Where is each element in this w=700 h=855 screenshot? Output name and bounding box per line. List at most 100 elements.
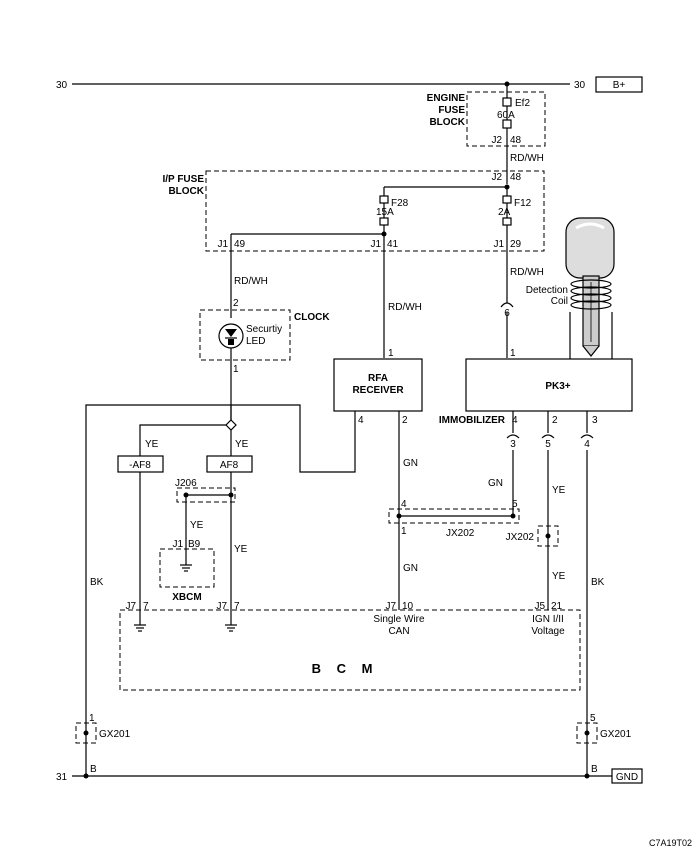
- pk3-title: PK3+: [545, 381, 570, 392]
- pk3-pin-3: 3: [592, 415, 598, 426]
- bcm-can-label-2: CAN: [388, 626, 409, 637]
- ip-fuse-block: I/P FUSE BLOCK J2 48 F28 15A F12 2A J1 4…: [163, 170, 545, 252]
- fuse-f12-symbol: [502, 195, 512, 204]
- ground-tag-box: [611, 768, 643, 784]
- power-rail: 30 30 B+: [56, 76, 643, 93]
- fuse-ef2-rating: 60A: [497, 110, 515, 121]
- wire-label-gn-rfa: GN: [403, 458, 418, 469]
- pk3-label: IMMOBILIZER: [439, 415, 506, 426]
- splice-diamond: [225, 419, 237, 431]
- ground-pin-left: B: [90, 764, 97, 775]
- bcm-j7-7b-conn: J7: [216, 601, 227, 612]
- bcm-title: B C M: [312, 661, 379, 676]
- bcm-j7-10-conn: J7: [385, 601, 396, 612]
- clock-pin-top: 2: [233, 298, 239, 309]
- ip-pin-j1-41: 41: [387, 239, 399, 250]
- jx202-pin-5: 5: [512, 499, 518, 510]
- battery-tag: B+: [613, 80, 626, 91]
- ip-fuse-top-conn: J2: [491, 172, 502, 183]
- clock-module: CLOCK 2 Securtiy LED 1: [199, 298, 330, 375]
- engine-fuse-pin: 48: [510, 135, 522, 146]
- engine-fuse-block-label-2: FUSE: [438, 105, 465, 116]
- bcm-module: B C M J7 7 J7 7 J7 10 J5 21 Single Wire …: [119, 601, 581, 691]
- wire-label-gn-pk3: GN: [488, 478, 503, 489]
- ground-tag: GND: [616, 772, 638, 783]
- battery-tag-box: [595, 76, 643, 93]
- wire-label-ye-left: YE: [145, 439, 159, 450]
- ip-fuse-block-label-2: BLOCK: [168, 186, 204, 197]
- clock-title: CLOCK: [294, 312, 330, 323]
- fuse-f12-name: F12: [514, 198, 532, 209]
- pk3-conn-4: 4: [584, 439, 590, 450]
- wire-label-gn-can: GN: [403, 563, 418, 574]
- bcm-ign-label-2: Voltage: [531, 626, 565, 637]
- fuse-ef2-name: Ef2: [515, 98, 530, 109]
- gx201-right: 5 GX201: [576, 713, 632, 744]
- ground-pin-right: B: [591, 764, 598, 775]
- ground-rail: 31 B B GND: [56, 764, 643, 784]
- fuse-ef2-symbol: [502, 97, 512, 107]
- jx202-second-label: JX202: [506, 532, 535, 543]
- bcm-can-label-1: Single Wire: [373, 614, 425, 625]
- ip-fuse-top-pin: 48: [510, 172, 522, 183]
- pk3-conn-5: 5: [545, 439, 551, 450]
- engine-fuse-block-label-1: ENGINE: [427, 93, 466, 104]
- wire-label-ye-pk3: YE: [552, 485, 566, 496]
- bcm-j7-7b-pin: 7: [234, 601, 240, 612]
- jx202-label: JX202: [446, 528, 475, 539]
- power-rail-right-label: 30: [574, 80, 586, 91]
- pk3-conn-3: 3: [510, 439, 516, 450]
- detection-coil-key-icon: Detection Coil: [526, 217, 615, 359]
- engine-fuse-block: ENGINE FUSE BLOCK Ef2 60A J2 48 RD/WH: [427, 84, 546, 184]
- ip-pin-j1-41-conn: J1: [370, 239, 381, 250]
- wire-label-bk-right: BK: [591, 577, 605, 588]
- rfa-title-1: RFA: [368, 373, 388, 384]
- security-led-icon: [225, 329, 237, 337]
- pk3-pin-top: 1: [510, 348, 516, 359]
- jx202-pin-4: 4: [401, 499, 407, 510]
- figure-code: C7A19T02: [649, 838, 692, 848]
- bcm-j5-21-pin: 21: [551, 601, 563, 612]
- bcm-j7-7a-pin: 7: [143, 601, 149, 612]
- connector-af8-box: [206, 455, 253, 473]
- xbcm-conn: J1: [172, 539, 183, 550]
- wire-label-ye-right: YE: [235, 439, 249, 450]
- xbcm-block: J1 B9 XBCM: [159, 539, 215, 603]
- engine-fuse-conn: J2: [491, 135, 502, 146]
- power-rail-left-label: 30: [56, 80, 68, 91]
- wire-label-ye-xbcm: YE: [190, 520, 204, 531]
- engine-fuse-block-label-3: BLOCK: [429, 117, 465, 128]
- bcm-j7-10-pin: 10: [402, 601, 414, 612]
- j206-connector: J206 YE YE: [175, 478, 248, 555]
- xbcm-pin: B9: [188, 539, 201, 550]
- gx201-left-label: GX201: [99, 729, 131, 740]
- connector-af8: AF8: [220, 460, 239, 471]
- wire-label-bk-left: BK: [90, 577, 104, 588]
- fuse-f28-name: F28: [391, 198, 409, 209]
- gx201-left-pin: 1: [89, 713, 95, 724]
- bcm-j5-21-conn: J5: [534, 601, 545, 612]
- ip-pin-j1-49: 49: [234, 239, 246, 250]
- connector-neg-af8: -AF8: [129, 460, 151, 471]
- bcm-j7-7a-conn: J7: [125, 601, 136, 612]
- fuse-f12-rating: 2A: [498, 207, 511, 218]
- detection-coil-label-1: Detection: [526, 285, 568, 296]
- jx202-connector: 4 5 1 JX202: [388, 499, 520, 539]
- wire-label-rd-wh-pk3: RD/WH: [510, 267, 544, 278]
- rfa-pin-4: 4: [358, 415, 364, 426]
- wire-label-ye-ign: YE: [552, 571, 566, 582]
- wire-label-ye-af8: YE: [234, 544, 248, 555]
- security-led-label-2: LED: [246, 336, 265, 347]
- gx201-right-label: GX201: [600, 729, 632, 740]
- rfa-pin-2: 2: [402, 415, 408, 426]
- security-led-label-1: Securtiy: [246, 324, 282, 335]
- fuse-f28-symbol: [379, 195, 389, 204]
- wire-label-rd-wh-clock: RD/WH: [234, 276, 268, 287]
- wire-label-rd-wh-rfa: RD/WH: [388, 302, 422, 313]
- ip-pin-j1-29-conn: J1: [493, 239, 504, 250]
- gx201-right-pin: 5: [590, 713, 596, 724]
- bcm-ign-label-1: IGN I/II: [532, 614, 564, 625]
- ip-pin-j1-49-conn: J1: [217, 239, 228, 250]
- rfa-receiver: RFA RECEIVER 1 4 2: [333, 348, 423, 426]
